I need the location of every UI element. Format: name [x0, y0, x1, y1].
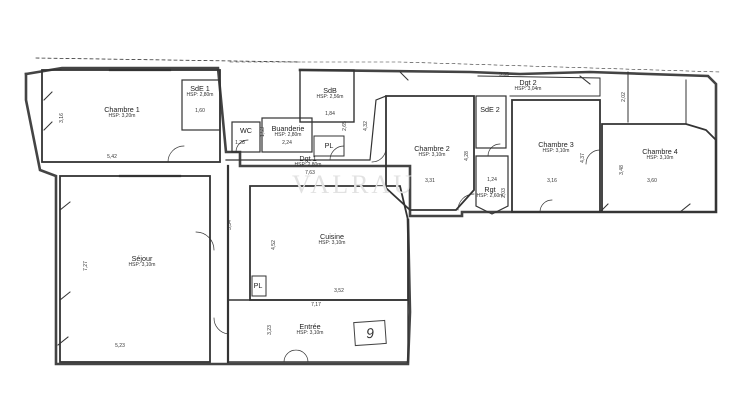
room-chambre2-label: Chambre 2 HSP: 3,10m [414, 143, 450, 159]
corridor-dgt2-wall [477, 75, 601, 97]
corridor-dgt2-hsp: HSP: 3,04m [514, 86, 542, 93]
dimension-dgt2-height: 2,02 [621, 92, 627, 102]
room-buanderie-hsp: HSP: 2,80m [274, 132, 302, 139]
room-rgt-label: Rgt HSP: 2,60m [476, 184, 504, 200]
door-swings [167, 139, 601, 363]
corridor-dgt1-label: Dgt 1 HSP: 2,80m [294, 153, 322, 169]
room-chambre3-outline [511, 99, 601, 213]
boundary-dashed-line-2 [229, 61, 721, 73]
dimension-chambre2-width: 3,31 [425, 178, 435, 184]
room-cuisine-label: Cuisine HSP: 3,10m [318, 231, 346, 247]
room-wc-outline [231, 121, 261, 153]
dimension-buanderie-width: 2,24 [282, 140, 292, 146]
closet-pl1-label: PL [324, 140, 334, 150]
room-chambre4-name: Chambre 4 [642, 146, 678, 156]
room-chambre4-label: Chambre 4 HSP: 3,10m [642, 146, 678, 162]
exterior-wall-north [24, 66, 718, 218]
dimension-entree-width: 7,17 [311, 302, 321, 308]
room-entree-name: Entrée [299, 321, 321, 331]
room-sde2-name: SdE 2 [480, 104, 500, 114]
dimension-entree-height: 3,23 [267, 325, 273, 335]
chambre4-partition [627, 71, 687, 125]
dimension-sdb-height: 2,65 [342, 121, 348, 131]
dimension-sejour-secondary: 3,34 [227, 220, 233, 230]
room-rgt-outline [475, 155, 509, 215]
room-chambre1-label: Chambre 1 HSP: 3,20m [104, 104, 140, 120]
dimension-chambre1-width: 5,42 [107, 154, 117, 160]
room-sdb-hsp: HSP: 2,56m [316, 94, 344, 101]
dimension-sejour-height: 7,27 [83, 261, 89, 271]
room-rgt-hsp: HSP: 2,60m [476, 193, 504, 200]
dimension-chambre3-height: 4,37 [580, 153, 586, 163]
dimension-dgt2-width: 9,35 [499, 72, 509, 78]
room-cuisine-outline [249, 185, 409, 301]
room-buanderie-label: Buanderie HSP: 2,80m [271, 123, 305, 139]
room-chambre3-name: Chambre 3 [538, 139, 574, 149]
room-chambre2-name: Chambre 2 [414, 143, 450, 153]
room-chambre1-hsp: HSP: 3,20m [108, 113, 136, 120]
room-sde1-label: SdE 1 HSP: 2,80m [186, 83, 214, 99]
room-wc-label: WC [240, 125, 252, 135]
room-cuisine-hsp: HSP: 3,10m [318, 240, 346, 247]
room-buanderie-outline [261, 117, 313, 153]
dimension-chambre4-height: 3,48 [619, 165, 625, 175]
room-sdb-outline [299, 69, 355, 123]
closet-pl2-name: PL [253, 280, 263, 290]
dimension-rgt-height: 2,03 [501, 188, 507, 198]
dimension-dgt1-width: 7,63 [305, 170, 315, 176]
room-sejour-hsp: HSP: 3,10m [128, 262, 156, 269]
dimension-chambre2-height: 4,28 [464, 151, 470, 161]
watermark: VALRAU [292, 170, 415, 199]
dimension-rgt-width: 1,24 [487, 177, 497, 183]
dimension-buanderie-height: 1,53 [260, 127, 266, 137]
room-sde1-outline [181, 79, 221, 131]
corridor-dgt1-hsp: HSP: 2,80m [294, 162, 322, 169]
corridor-dgt1-wall [225, 95, 387, 161]
room-entree-label: Entrée HSP: 3,10m [296, 321, 324, 337]
boundary-dashed-line [35, 57, 301, 63]
exterior-wall-south [24, 72, 412, 366]
corridor-dgt1-name: Dgt 1 [299, 153, 317, 163]
room-sde1-name: SdE 1 [190, 83, 210, 93]
dimension-chambre3-width: 3,16 [547, 178, 557, 184]
closet-pl2-label: PL [253, 280, 263, 290]
room-entree-hsp: HSP: 3,10m [296, 330, 324, 337]
room-chambre3-label: Chambre 3 HSP: 3,10m [538, 139, 574, 155]
room-sdb-label: SdB HSP: 2,56m [316, 85, 344, 101]
corridor-dgt2-name: Dgt 2 [519, 77, 537, 87]
room-sejour-label: Séjour HSP: 3,10m [128, 253, 156, 269]
room-cuisine-name: Cuisine [320, 231, 344, 241]
room-rgt-name: Rgt [484, 184, 496, 194]
dimension-chambre1-height: 3,16 [59, 113, 65, 123]
dimension-cuisine-height: 4,52 [271, 240, 277, 250]
dimension-cuisine-width: 3,52 [334, 288, 344, 294]
closet-pl1-name: PL [324, 140, 334, 150]
corridor-dgt2-label: Dgt 2 HSP: 3,04m [514, 77, 542, 93]
room-wc-name: WC [240, 125, 252, 135]
closet-pl2-outline [251, 275, 267, 297]
room-chambre4-hsp: HSP: 3,10m [646, 155, 674, 162]
room-sde2-label: SdE 2 [480, 104, 500, 114]
room-sde1-hsp: HSP: 2,80m [186, 92, 214, 99]
dimension-dgt1-height: 4,32 [363, 121, 369, 131]
dimension-sejour-width: 5,23 [115, 343, 125, 349]
dimension-wc: 1,28 [235, 140, 245, 146]
room-sdb-name: SdB [323, 85, 337, 95]
dimension-sdb-width: 1,84 [325, 111, 335, 117]
room-chambre2-outline [385, 95, 475, 211]
room-sejour-name: Séjour [131, 253, 153, 263]
window-marks [43, 68, 691, 346]
dimension-sde1: 1,60 [195, 108, 205, 114]
room-chambre1-name: Chambre 1 [104, 104, 140, 114]
room-chambre3-hsp: HSP: 3,10m [542, 148, 570, 155]
room-sde2-outline [475, 95, 507, 149]
lot-number: 9 [353, 319, 387, 347]
room-buanderie-name: Buanderie [271, 123, 305, 133]
room-chambre2-hsp: HSP: 3,10m [418, 152, 446, 159]
dimension-chambre4-width: 3,60 [647, 178, 657, 184]
